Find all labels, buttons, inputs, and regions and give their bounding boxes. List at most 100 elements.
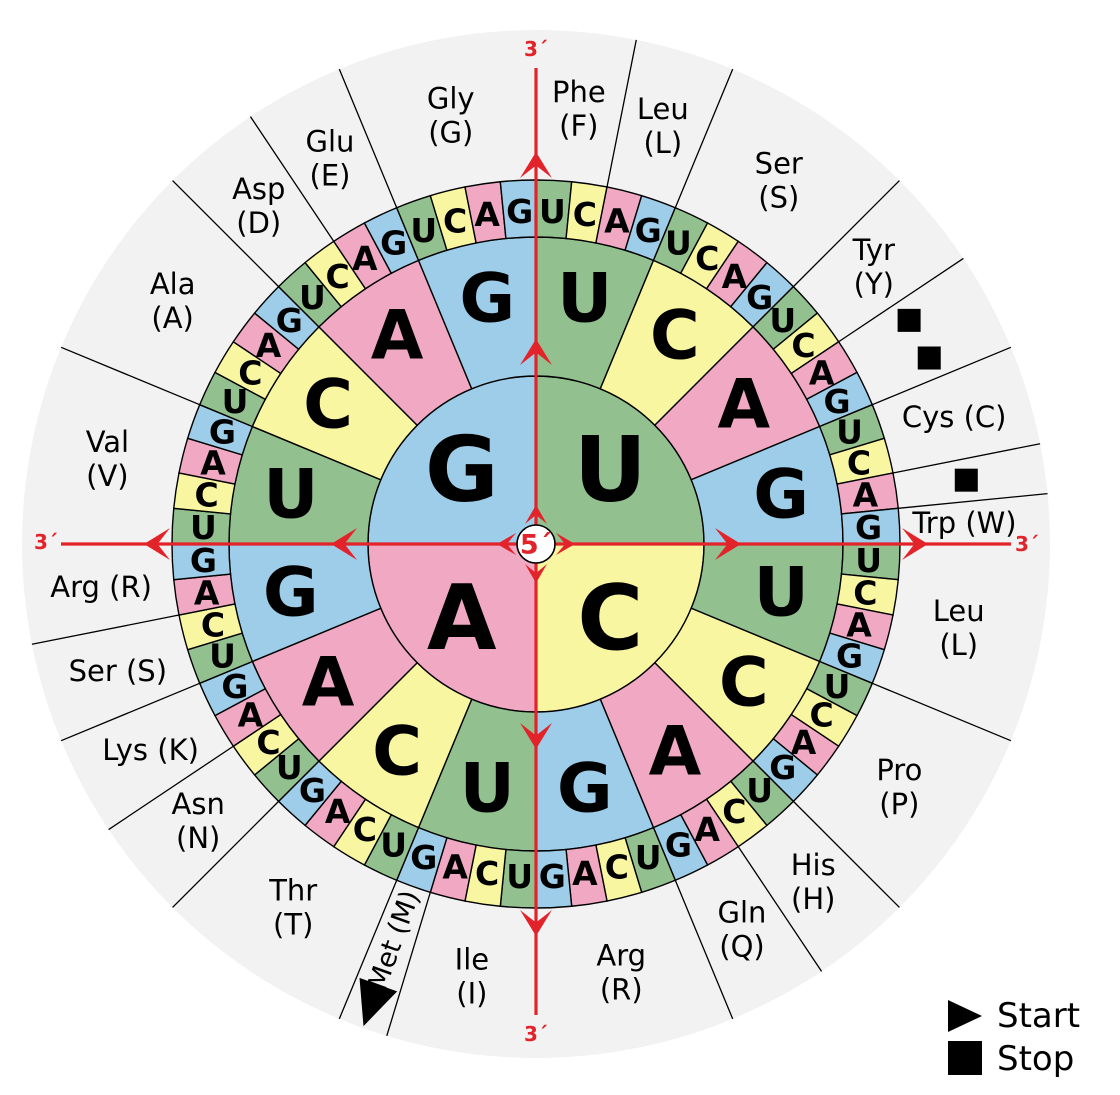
ring3-letter-GGA: A [474, 195, 500, 234]
amino-label-asn-16: Asn(N) [172, 787, 225, 855]
ring3-letter-GUC: C [194, 476, 218, 515]
direction-arrowhead [525, 505, 547, 524]
ring3-letter-AUG: G [410, 838, 437, 877]
ring3-letter-UCG: G [746, 278, 773, 317]
ring2-letter-AA: A [302, 643, 355, 722]
amino-label-thr-15: Thr(T) [268, 873, 317, 941]
ring2-letter-GC: C [303, 366, 353, 445]
ring3-letter-ACA: A [325, 792, 351, 831]
ring3-letter-GAU: U [299, 278, 326, 317]
five-prime-label: 5´ [520, 530, 552, 561]
ring3-letter-GAG: G [380, 223, 407, 262]
legend-start-icon [948, 1000, 982, 1032]
amino-label-cys-5: Cys (C) [902, 400, 1007, 434]
direction-arrowhead [331, 528, 357, 560]
ring2-letter-AU: U [460, 750, 515, 829]
ring3-letter-CGG: G [539, 857, 566, 896]
ring3-letter-AAC: C [256, 723, 280, 762]
direction-arrowhead [520, 339, 552, 365]
ring3-letter-ACC: C [353, 810, 377, 849]
ring3-letter-AAA: A [238, 696, 264, 735]
amino-label-ser-2: Ser(S) [755, 147, 803, 215]
amino-label-trp-7: Trp (W) [911, 506, 1016, 540]
ring3-letter-AGG: G [190, 541, 217, 580]
three-prime-label-bottom: 3´ [524, 1022, 548, 1046]
ring2-letter-UC: C [650, 297, 700, 376]
ring3-letter-ACU: U [380, 826, 407, 865]
ring3-letter-CCU: U [824, 667, 851, 706]
sector-divider [338, 68, 398, 208]
ring3-letter-GGC: C [443, 201, 467, 240]
start-marker [359, 977, 398, 1027]
ring3-letter-AUC: C [475, 854, 499, 893]
sector-divider [792, 800, 900, 908]
ring3-letter-GGG: G [506, 192, 533, 231]
ring3-letter-CUG: G [836, 637, 863, 676]
amino-label-his-10: His(H) [791, 848, 836, 916]
ring3-letter-CCA: A [791, 723, 817, 762]
legend-stop-icon [948, 1041, 982, 1075]
sector-divider [606, 39, 637, 188]
ring3-letter-AGU: U [209, 637, 236, 676]
ring3-letter-AGA: A [194, 573, 220, 612]
ring3-letter-CCG: G [769, 748, 796, 787]
sector-divider [737, 846, 823, 972]
amino-label-tyr-3: Tyr(Y) [852, 233, 895, 301]
sector-divider [60, 682, 200, 742]
ring3-letter-GUG: G [209, 412, 236, 451]
ring3-letter-UAA: A [809, 353, 835, 392]
ring3-letter-UAG: G [823, 382, 850, 421]
amino-label-asp-22: Asp(D) [232, 172, 285, 240]
ring2-letter-UU: U [557, 259, 612, 338]
ring3-letter-UAC: C [791, 326, 815, 365]
amino-label-ser-18: Ser (S) [69, 654, 167, 688]
amino-label-gly-24: Gly(G) [427, 81, 475, 149]
ring3-letter-UUA: A [604, 201, 630, 240]
ring3-letter-UUU: U [539, 192, 566, 231]
ring2-letter-CU: U [754, 553, 809, 632]
legend-start-label: Start [997, 996, 1080, 1036]
amino-label-lys-17: Lys (K) [102, 733, 199, 767]
sector-divider [31, 614, 180, 645]
sector-divider [172, 800, 280, 908]
ring3-letter-GAA: A [352, 239, 378, 278]
ring1-letter-C: C [577, 566, 643, 671]
ring1-letter-U: U [574, 417, 647, 522]
amino-label-pro-9: Pro(P) [876, 753, 922, 821]
sector-divider [60, 346, 200, 406]
amino-label-arg-19: Arg (R) [50, 570, 152, 604]
direction-arrowhead [902, 528, 928, 560]
stop-marker [917, 346, 941, 370]
direction-arrowhead [715, 528, 741, 560]
amino-label-ala-21: Ala(A) [150, 267, 196, 335]
ring3-letter-GUU: U [190, 508, 217, 547]
ring3-letter-CGA: A [572, 854, 598, 893]
direction-arrowhead [525, 564, 547, 583]
ring3-letter-UCU: U [665, 223, 692, 262]
ring3-letter-ACG: G [299, 771, 326, 810]
ring2-letter-GU: U [263, 456, 318, 535]
ring3-letter-AUA: A [442, 848, 468, 887]
ring2-letter-UG: G [753, 456, 809, 535]
amino-label-ile-13: Ile(I) [455, 942, 489, 1010]
ring3-letter-CAA: A [694, 810, 720, 849]
ring3-letter-CGU: U [635, 838, 662, 877]
ring3-letter-GGU: U [410, 211, 437, 250]
direction-arrowhead [520, 910, 552, 936]
legend-stop-label: Stop [997, 1039, 1074, 1079]
ring3-letter-UGU: U [836, 412, 863, 451]
amino-label-leu-8: Leu(L) [933, 594, 985, 662]
sector-divider [674, 68, 734, 208]
ring3-letter-UUC: C [573, 195, 597, 234]
amino-label-phe-0: Phe(F) [552, 75, 606, 143]
ring3-letter-GCC: C [238, 353, 262, 392]
ring2-letter-AC: C [372, 712, 422, 791]
ring2-letter-GG: G [459, 259, 515, 338]
direction-arrowhead [520, 723, 552, 749]
ring3-letter-UGG: G [855, 508, 882, 547]
ring3-letter-GAC: C [326, 257, 350, 296]
sector-divider [792, 180, 900, 288]
ring2-letter-UA: A [718, 366, 771, 445]
ring3-letter-GCG: G [276, 301, 303, 340]
